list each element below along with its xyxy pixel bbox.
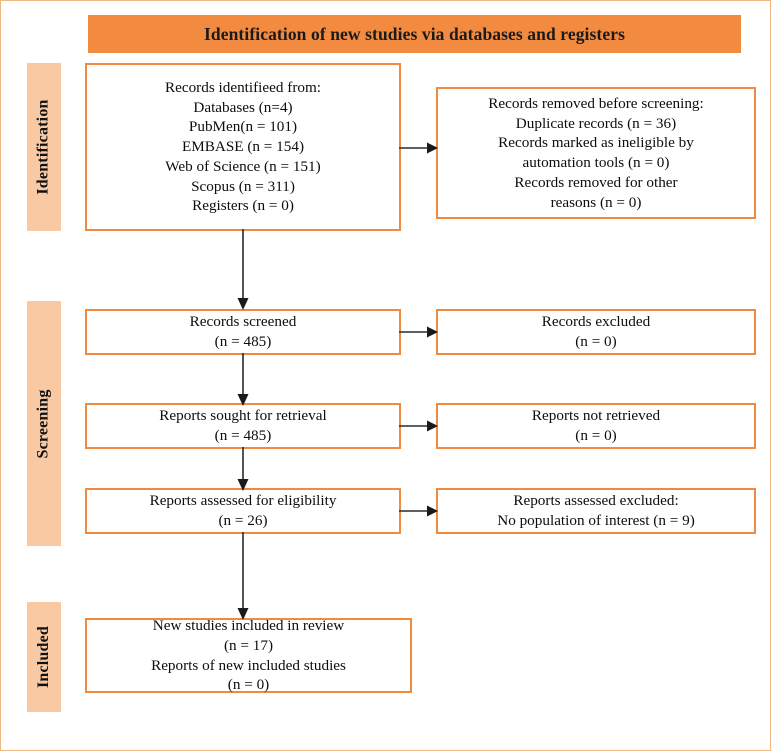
- diagram-header-banner: Identification of new studies via databa…: [88, 15, 741, 53]
- box-records-removed-text: Records removed before screening: Duplic…: [488, 94, 704, 211]
- box-reports-assessed-excluded: Reports assessed excluded: No population…: [436, 488, 756, 534]
- box-reports-sought-text: Reports sought for retrieval (n = 485): [159, 407, 327, 444]
- stage-label-screening: Screening: [27, 301, 61, 546]
- stage-label-included: Included: [27, 602, 61, 712]
- stage-label-identification: Identification: [27, 63, 61, 231]
- arrow-assessed-to-excluded: [399, 504, 439, 518]
- arrow-sought-to-assessed: [236, 447, 250, 492]
- stage-label-screening-text: Screening: [35, 388, 52, 459]
- box-reports-excluded-text: Reports assessed excluded: No population…: [497, 492, 695, 529]
- box-new-studies-text: New studies included in review (n = 17) …: [151, 617, 346, 694]
- box-records-screened-text: Records screened (n = 485): [189, 313, 297, 350]
- box-records-identified: Records identifieed from: Databases (n=4…: [85, 63, 401, 231]
- arrow-assessed-to-new-studies: [236, 532, 250, 621]
- box-reports-sought-for-retrieval: Reports sought for retrieval (n = 485): [85, 403, 401, 449]
- stage-label-identification-text: Identification: [35, 99, 52, 195]
- box-records-excluded-text: Records excluded (n = 0): [541, 313, 651, 350]
- box-records-removed-before-screening: Records removed before screening: Duplic…: [436, 87, 756, 219]
- arrow-identified-to-screened: [236, 229, 250, 311]
- box-reports-not-retrieved-text: Reports not retrieved (n = 0): [531, 407, 661, 444]
- stage-label-included-text: Included: [35, 625, 53, 689]
- box-reports-not-retrieved: Reports not retrieved (n = 0): [436, 403, 756, 449]
- box-new-studies-included: New studies included in review (n = 17) …: [85, 617, 412, 694]
- arrow-sought-to-not-retrieved: [399, 419, 439, 433]
- box-records-excluded: Records excluded (n = 0): [436, 309, 756, 355]
- box-reports-assessed-for-eligibility: Reports assessed for eligibility (n = 26…: [85, 488, 401, 534]
- page-title: Identification of new studies via databa…: [203, 23, 626, 44]
- arrow-identified-to-removed: [399, 141, 439, 155]
- box-records-screened: Records screened (n = 485): [85, 309, 401, 355]
- box-records-identified-text: Records identifieed from: Databases (n=4…: [164, 78, 322, 215]
- box-reports-assessed-text: Reports assessed for eligibility (n = 26…: [149, 492, 337, 529]
- arrow-screened-to-sought: [236, 353, 250, 407]
- arrow-screened-to-excluded: [399, 325, 439, 339]
